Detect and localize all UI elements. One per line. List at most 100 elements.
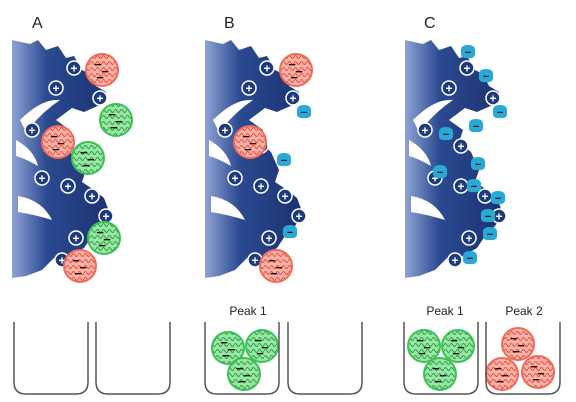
counter-ion-icon: − (296, 105, 312, 119)
svg-text:+: + (431, 172, 438, 186)
green-protein-icon: −−− (227, 357, 261, 391)
svg-text:−: − (301, 107, 307, 119)
svg-text:+: + (72, 232, 79, 246)
collection-tube-a-1 (13, 322, 89, 395)
svg-text:+: + (289, 92, 296, 106)
svg-text:−: − (485, 211, 491, 223)
svg-text:+: + (451, 254, 458, 268)
svg-text:−: − (115, 114, 123, 129)
svg-text:−: − (94, 57, 102, 72)
red-protein-icon: −−− (259, 249, 293, 283)
counter-ion-icon: − (482, 227, 498, 241)
svg-text:−: − (475, 159, 481, 171)
svg-text:+: + (58, 254, 65, 268)
svg-text:−: − (494, 361, 502, 376)
svg-text:+: + (465, 232, 472, 246)
svg-text:−: − (222, 348, 230, 363)
panel-label-b: B (224, 15, 235, 32)
positive-charge-icon: + (461, 230, 477, 246)
svg-text:−: − (108, 107, 116, 122)
positive-charge-icon: + (48, 80, 64, 96)
peak-label-c-2: Peak 2 (505, 304, 543, 318)
svg-text:−: − (220, 335, 228, 350)
svg-text:−: − (501, 368, 509, 383)
svg-text:−: − (288, 57, 296, 72)
svg-text:+: + (495, 210, 502, 224)
positive-charge-icon: + (261, 230, 277, 246)
svg-text:−: − (50, 129, 58, 144)
svg-text:−: − (82, 158, 90, 173)
svg-text:−: − (497, 107, 503, 119)
svg-text:−: − (87, 152, 95, 167)
svg-text:−: − (98, 238, 106, 253)
svg-text:+: + (463, 62, 470, 76)
svg-text:−: − (437, 167, 443, 179)
resin-pore (211, 196, 245, 220)
svg-text:−: − (244, 142, 252, 157)
green-protein-icon: −−− (423, 357, 457, 391)
positive-charge-icon: + (92, 90, 108, 106)
svg-text:−: − (290, 70, 298, 85)
svg-text:−: − (79, 260, 87, 275)
positive-charge-icon: + (285, 90, 301, 106)
svg-text:+: + (457, 180, 464, 194)
svg-text:−: − (495, 193, 501, 205)
green-protein-icon: −−− (71, 141, 105, 175)
counter-ion-icon: − (432, 165, 448, 179)
svg-text:−: − (96, 70, 104, 85)
positive-charge-icon: + (417, 122, 433, 138)
panel-label-a: A (32, 15, 43, 32)
svg-text:−: − (457, 340, 465, 355)
svg-text:−: − (74, 266, 82, 281)
positive-charge-icon: + (227, 170, 243, 186)
svg-text:+: + (64, 180, 71, 194)
svg-text:+: + (245, 82, 252, 96)
svg-text:+: + (257, 180, 264, 194)
svg-text:−: − (432, 361, 440, 376)
positive-charge-icon: + (491, 208, 507, 224)
counter-ion-icon: − (478, 69, 494, 83)
svg-text:+: + (457, 140, 464, 154)
svg-text:+: + (102, 210, 109, 224)
collection-tube-b-1 (204, 322, 280, 395)
svg-text:+: + (251, 254, 258, 268)
positive-charge-icon: + (277, 188, 293, 204)
collection-tube-c-1 (403, 322, 479, 395)
resin-pore (409, 140, 431, 166)
svg-text:+: + (221, 124, 228, 138)
peak-label-b-1: Peak 1 (229, 304, 267, 318)
svg-text:−: − (236, 361, 244, 376)
positive-charge-icon: + (453, 178, 469, 194)
svg-text:−: − (103, 232, 111, 247)
green-protein-icon: −−− (407, 329, 441, 363)
counter-ion-icon: − (460, 45, 476, 59)
svg-text:−: − (443, 129, 449, 141)
svg-text:−: − (483, 71, 489, 83)
collection-tube-a-2 (95, 322, 171, 395)
svg-text:−: − (242, 129, 250, 144)
svg-text:−: − (512, 344, 520, 359)
positive-charge-icon: + (66, 60, 82, 76)
svg-text:−: − (517, 338, 525, 353)
positive-charge-icon: + (24, 122, 40, 138)
positive-charge-icon: + (291, 208, 307, 224)
green-protein-icon: −−− (211, 331, 245, 365)
svg-text:−: − (434, 374, 442, 389)
positive-charge-icon: + (68, 230, 84, 246)
svg-text:+: + (481, 190, 488, 204)
svg-text:−: − (268, 253, 276, 268)
svg-text:−: − (52, 142, 60, 157)
counter-ion-icon: − (490, 191, 506, 205)
svg-text:−: − (423, 340, 431, 355)
svg-text:−: − (416, 333, 424, 348)
peak-label-c-1: Peak 1 (426, 304, 464, 318)
svg-text:−: − (450, 333, 458, 348)
svg-text:−: − (537, 366, 545, 381)
svg-text:+: + (263, 62, 270, 76)
resin-pore (16, 140, 38, 166)
positive-charge-icon: + (485, 90, 501, 106)
svg-text:−: − (532, 372, 540, 387)
positive-charge-icon: + (453, 138, 469, 154)
green-protein-icon: −−− (245, 329, 279, 363)
green-protein-icon: −−− (87, 221, 121, 255)
